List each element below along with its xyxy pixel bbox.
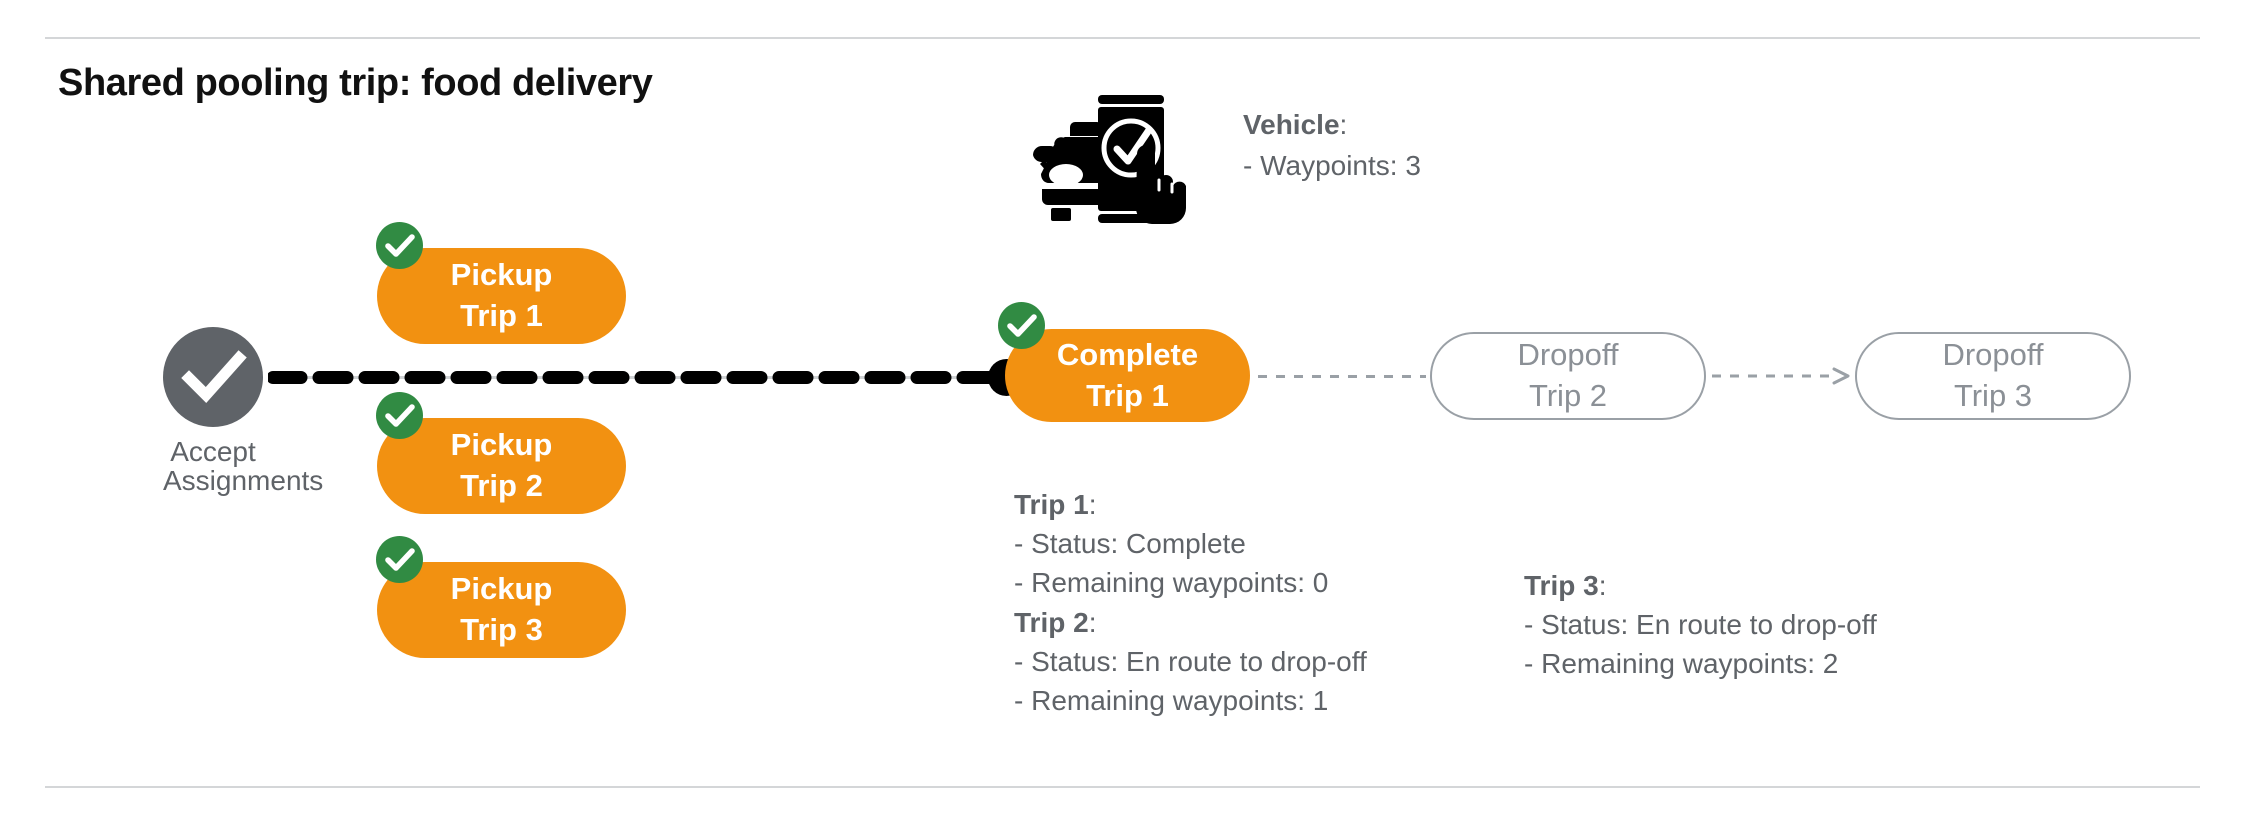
dropoff-trip-3-line2: Trip 3 — [1953, 378, 2033, 413]
connector-dashes — [266, 371, 1005, 384]
pickup-trip-1-line2: Trip 1 — [460, 298, 543, 333]
pickup-trip-2-line2: Trip 2 — [460, 468, 543, 503]
pickup-trip-1-line1: Pickup — [450, 257, 553, 293]
accept-assignments-node[interactable]: Accept Assignments — [163, 327, 324, 496]
bottom-divider — [45, 786, 2200, 788]
page-title: Shared pooling trip: food delivery — [58, 62, 653, 104]
dashed-connector-complete-to-dropoff2 — [1258, 375, 1426, 378]
vehicle-heading-colon: : — [1339, 109, 1348, 140]
check-badge-icon — [376, 392, 423, 439]
trip3-status: - Status: En route to drop-off — [1524, 609, 1877, 641]
trip3-waypoints: - Remaining waypoints: 2 — [1524, 648, 1839, 680]
pickup-trip-3-node[interactable]: Pickup Trip 3 — [376, 536, 626, 658]
trip2-waypoints: - Remaining waypoints: 1 — [1014, 684, 1329, 716]
main-dashed-connector — [266, 370, 1005, 385]
pickup-trip-2-line1: Pickup — [450, 427, 553, 463]
dashed-arrow-dropoff2-to-dropoff3 — [1712, 366, 1852, 386]
dropoff-trip-2-node[interactable]: Dropoff Trip 2 — [1430, 332, 1706, 420]
pickup-trip-3-line1: Pickup — [450, 571, 553, 607]
trip3-heading-line: Trip 3: — [1524, 566, 1877, 605]
dropoff-trip-2-line1: Dropoff — [1517, 337, 1619, 373]
pickup-trip-3-line2: Trip 3 — [460, 612, 543, 647]
trip-info-left: Trip 1: - Status: Complete - Remaining w… — [1014, 485, 1367, 720]
trip3-heading: Trip 3 — [1524, 570, 1599, 601]
dropoff-trip-3-node[interactable]: Dropoff Trip 3 — [1855, 332, 2131, 420]
pickup-trip-2-node[interactable]: Pickup Trip 2 — [376, 392, 626, 514]
check-badge-icon — [998, 302, 1045, 349]
trip1-status: - Status: Complete — [1014, 528, 1246, 560]
complete-trip-1-line2: Trip 1 — [1086, 377, 1169, 413]
check-badge-icon — [376, 536, 423, 583]
trip2-status: - Status: En route to drop-off — [1014, 645, 1367, 677]
pickup-trip-1-node[interactable]: Pickup Trip 1 — [376, 222, 626, 344]
vehicle-caption: Vehicle: - Waypoints: 3 — [1243, 105, 1421, 187]
trip1-heading: Trip 1 — [1014, 489, 1089, 520]
vehicle-heading: Vehicle — [1243, 109, 1340, 140]
check-circle-icon — [163, 327, 263, 427]
accept-label-line2: Assignments — [163, 464, 324, 496]
vehicle-waypoints: - Waypoints: 3 — [1243, 149, 1421, 181]
accept-assignments-label: Accept Assignments — [163, 436, 324, 496]
complete-trip-1-node[interactable]: Complete Trip 1 — [998, 302, 1250, 422]
dropoff-trip-2-line2: Trip 2 — [1528, 378, 1608, 413]
trip1-waypoints: - Remaining waypoints: 0 — [1014, 567, 1329, 599]
dropoff-trip-3-line1: Dropoff — [1942, 337, 2044, 373]
top-divider — [45, 37, 2200, 39]
trip-info-right: Trip 3: - Status: En route to drop-off -… — [1524, 566, 1877, 684]
trip2-heading-line: Trip 2: — [1014, 603, 1367, 642]
trip3-colon: : — [1598, 570, 1607, 601]
trip1-heading-line: Trip 1: — [1014, 485, 1367, 524]
complete-trip-1-line1: Complete — [1056, 336, 1199, 372]
trip2-colon: : — [1088, 606, 1097, 638]
vehicle-phone-check-icon — [1031, 84, 1186, 224]
vehicle-heading-line: Vehicle: — [1243, 105, 1421, 146]
trip1-colon: : — [1088, 489, 1097, 520]
trip2-heading: Trip 2 — [1014, 606, 1089, 638]
check-badge-icon — [376, 222, 423, 269]
accept-label-line1: Accept — [170, 436, 256, 467]
